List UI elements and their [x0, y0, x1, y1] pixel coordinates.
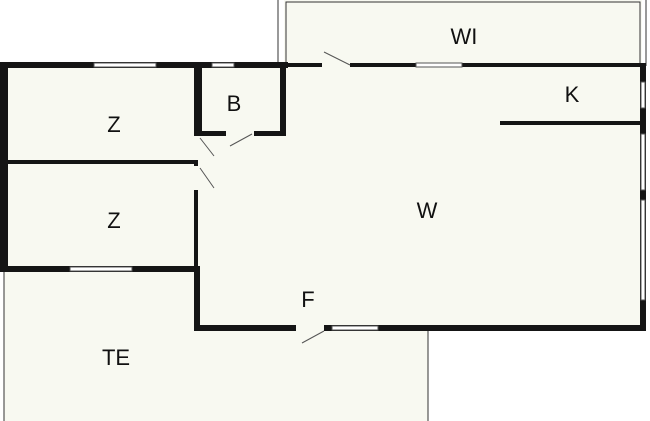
door-leaf-z1 — [199, 137, 215, 157]
doors — [193, 51, 351, 344]
room-label-w: W — [417, 198, 438, 223]
wall-step-vertical — [194, 268, 200, 330]
door-leaf-bath — [229, 133, 253, 147]
thin-outlines — [3, 0, 647, 421]
main-floor — [4, 66, 642, 328]
wall-right — [640, 63, 646, 331]
door-opening-wi — [322, 62, 350, 68]
room-label-b: B — [227, 91, 242, 116]
room-label-f: F — [301, 287, 314, 312]
room-label-te: TE — [102, 345, 130, 370]
room-label-z1: Z — [107, 112, 120, 137]
door-opening-z1 — [193, 136, 199, 160]
wall-bath-right — [280, 66, 286, 136]
window-right-2 — [640, 133, 646, 191]
window-living-top — [415, 62, 463, 68]
room-label-wi: WI — [451, 24, 478, 49]
floor-areas — [4, 0, 642, 421]
door-opening-bath — [226, 130, 254, 137]
window-living-bottom — [331, 325, 379, 331]
wall-top-right — [284, 63, 646, 67]
door-opening-z2 — [193, 166, 199, 190]
door-leaf-z2 — [199, 167, 215, 189]
door-opening-front — [296, 324, 324, 332]
door-leaf-wi — [323, 51, 351, 66]
windows — [69, 62, 646, 331]
wall-bath-left — [196, 66, 202, 136]
window-right-3 — [640, 199, 646, 301]
door-leaf-front — [301, 330, 325, 344]
wall-kitchen — [500, 121, 644, 125]
window-bedroom-top — [93, 62, 157, 68]
wall-living-bottom — [194, 325, 646, 331]
window-right-1 — [640, 81, 646, 109]
wall-left — [0, 62, 8, 272]
room-labels: WI K B Z Z W F TE — [102, 24, 580, 370]
window-bedroom-bottom — [69, 266, 133, 272]
winter-garden-outline-inner — [285, 1, 641, 66]
room-label-k: K — [565, 82, 580, 107]
window-bath-top — [211, 62, 235, 68]
room-label-z2: Z — [107, 208, 120, 233]
winter-garden-floor — [284, 0, 642, 66]
wall-bedroom-divider — [6, 160, 198, 164]
